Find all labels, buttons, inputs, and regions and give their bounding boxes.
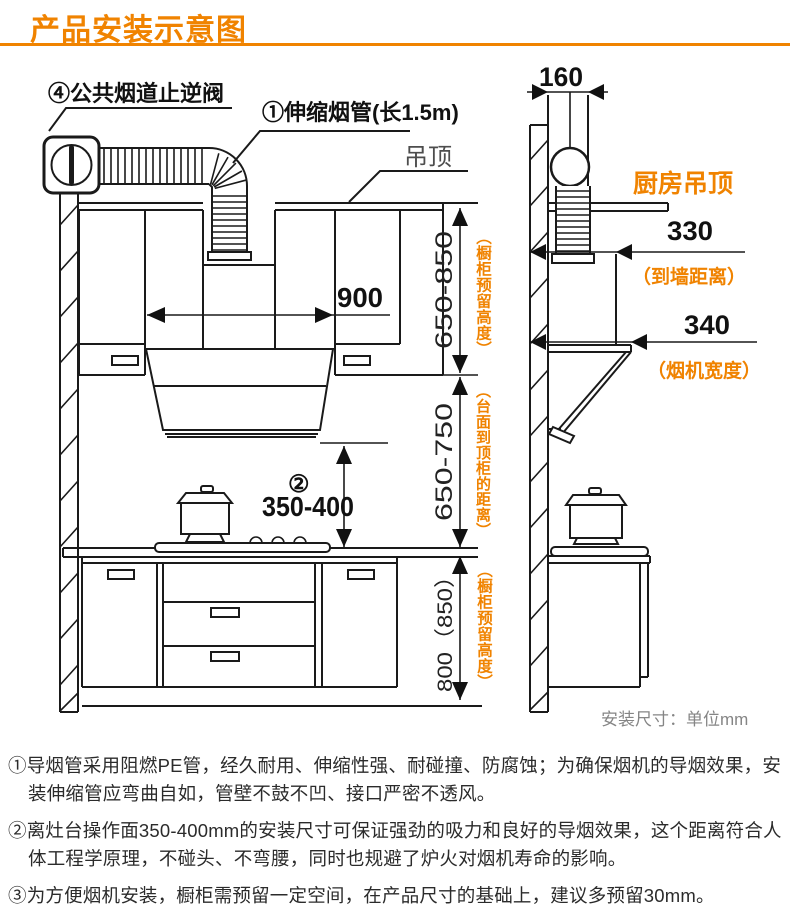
pot [175, 485, 235, 543]
dim-hood-width-note: （烟机宽度） [647, 359, 761, 382]
dim-base-cabinet-value: 800（850） [434, 564, 457, 692]
wall-strip-left [59, 193, 79, 713]
dim-cabinet-top-value: 650-850 [431, 231, 458, 349]
leader-check-valve [48, 107, 232, 132]
page-title: 产品安装示意图 [30, 14, 247, 47]
side-duct [549, 146, 617, 345]
dim-hood-width-side-value: 340 [684, 310, 730, 340]
dim-to-wall-note: （到墙距离） [632, 265, 746, 288]
notes-section: ①导烟管采用阻燃PE管，经久耐用、伸缩性强、耐碰撞、防腐蚀；为确保烟机的导烟效果… [8, 752, 784, 919]
unit-note: 安装尺寸：单位mm [601, 710, 748, 729]
cabinet-handle [111, 355, 139, 366]
installation-diagram: 900 ② 350-400 650-850 650-750 800（850） ④… [42, 62, 761, 729]
range-hood-side [547, 344, 632, 445]
upper-cabinets [78, 203, 444, 376]
duct-flange [207, 251, 252, 261]
dim-340: 340 （烟机宽度） [530, 310, 761, 382]
wall-strip-right [529, 95, 589, 713]
drawer-handle [210, 651, 240, 662]
check-valve [42, 135, 101, 195]
ceiling-label: 吊顶 [404, 144, 452, 171]
duct-flange [551, 253, 595, 264]
cooktop-side [548, 487, 651, 564]
dim-cabinet-top-note: （橱柜预留高度） [474, 229, 491, 357]
pot-side [564, 487, 628, 545]
ceiling-line [79, 202, 478, 211]
leader-duct [232, 130, 410, 164]
dim-160: 160 [527, 62, 608, 149]
dim-hood-height-value: 350-400 [262, 491, 354, 522]
cabinet-handle [107, 569, 135, 580]
range-hood-front [144, 348, 335, 438]
dim-counter-to-cabinet-note: （台面到顶柜的距离） [474, 383, 491, 538]
dim-flue-width-value: 160 [539, 62, 583, 92]
callouts: ④公共烟道止逆阀 ①伸缩烟管(长1.5m) 吊顶 [48, 81, 468, 203]
drawer-handle [210, 607, 240, 618]
duct-shaft [202, 210, 276, 349]
cooktop-front [154, 485, 331, 553]
dim-350-400: ② 350-400 [262, 442, 388, 547]
front-view: 900 ② 350-400 650-850 650-750 800（850） ④… [42, 81, 482, 713]
side-view: 厨房吊顶 160 330 （到墙距离） [527, 62, 761, 729]
title-underline [0, 43, 790, 46]
dim-circled-2: ② [288, 471, 310, 498]
duct-label: ①伸缩烟管(长1.5m) [262, 100, 459, 125]
dim-base-cabinet-note: （橱柜预留高度） [475, 562, 492, 690]
dim-900: 900 [147, 282, 390, 323]
dim-counter-to-cabinet-value: 650-750 [431, 403, 458, 521]
cabinet-handle [343, 355, 371, 366]
cabinet-handle [347, 569, 375, 580]
base-cabinets [62, 547, 482, 707]
note-1: ①导烟管采用阻燃PE管，经久耐用、伸缩性强、耐碰撞、防腐蚀；为确保烟机的导烟效果… [8, 755, 782, 804]
dim-hood-width-value: 900 [337, 282, 383, 313]
leader-ceiling [348, 170, 468, 203]
vertical-dimensions: 650-850 650-750 800（850） [412, 202, 478, 700]
dim-330: 330 （到墙距离） [530, 216, 746, 288]
base-cabinet-side [548, 563, 649, 688]
dim-to-wall-value: 330 [667, 216, 713, 246]
note-2: ②离灶台操作面350-400mm的安装尺寸可保证强劲的吸力和良好的导烟效果，这个… [8, 820, 782, 869]
note-3: ③为方便烟机安装，橱柜需预留一定空间，在产品尺寸的基础上，建议多预留30mm。 [8, 885, 715, 906]
check-valve-label: ④公共烟道止逆阀 [48, 81, 224, 106]
burner-grate [246, 536, 310, 544]
side-ceiling-label: 厨房吊顶 [633, 169, 733, 198]
